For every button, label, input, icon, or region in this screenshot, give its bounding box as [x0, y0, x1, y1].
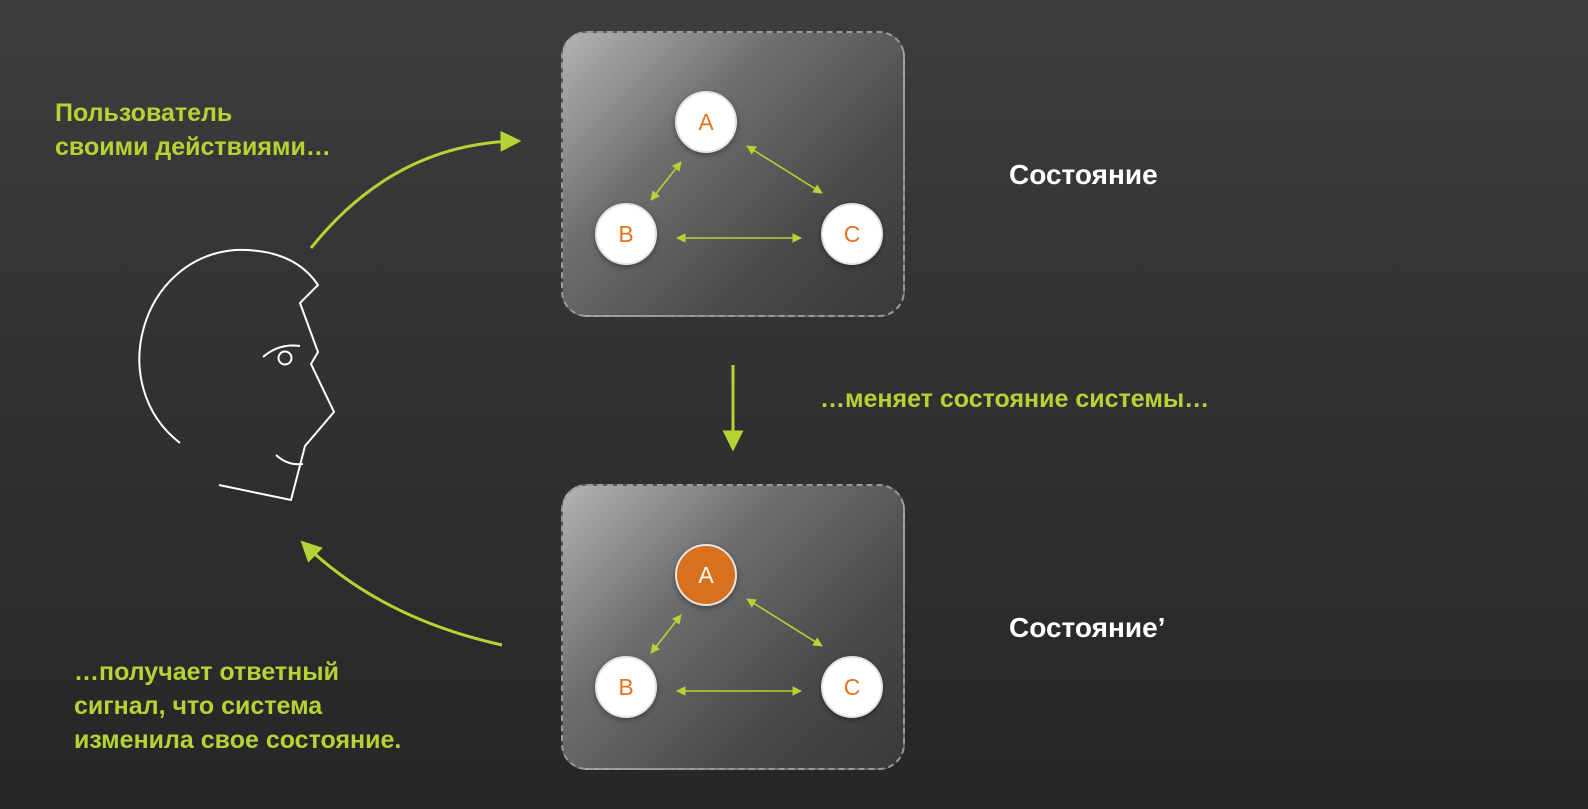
- state-label-prime: Состояние’: [1009, 612, 1166, 643]
- caption-line: …меняет состояние системы…: [820, 385, 1210, 413]
- mouth: [275, 454, 304, 466]
- arrow-feedback-to-user: [300, 540, 503, 647]
- eye: [277, 350, 293, 366]
- caption-user-actions: Пользователь своими действиями…: [55, 96, 331, 164]
- caption-changes-state: …меняет состояние системы…: [820, 382, 1209, 416]
- node-b: B: [595, 203, 657, 265]
- eyebrow: [262, 344, 301, 358]
- link-a-c: [746, 145, 823, 194]
- arrow-user-to-state: [309, 130, 522, 249]
- head-outline: [138, 248, 336, 502]
- caption-line: сигнал, что система: [74, 692, 323, 720]
- caption-line: изменила свое состояние.: [74, 726, 402, 754]
- state-box-initial: A B C: [561, 31, 905, 317]
- caption-line: …получает ответный: [74, 658, 339, 686]
- node-a: A: [675, 91, 737, 153]
- caption-line: Пользователь: [55, 99, 233, 127]
- state-label: Состояние: [1009, 159, 1158, 190]
- node-links: [650, 145, 823, 243]
- node-c: C: [821, 203, 883, 265]
- node-b: B: [595, 656, 657, 718]
- caption-receives-signal: …получает ответный сигнал, что система и…: [74, 655, 401, 757]
- link-a-b: [650, 161, 682, 201]
- node-c: C: [821, 656, 883, 718]
- node-a: A: [675, 544, 737, 606]
- node-links: [650, 598, 823, 696]
- caption-line: своими действиями…: [55, 133, 331, 161]
- link-a-b: [650, 614, 682, 654]
- state-box-changed: A B C: [561, 484, 905, 770]
- link-a-c: [746, 598, 823, 647]
